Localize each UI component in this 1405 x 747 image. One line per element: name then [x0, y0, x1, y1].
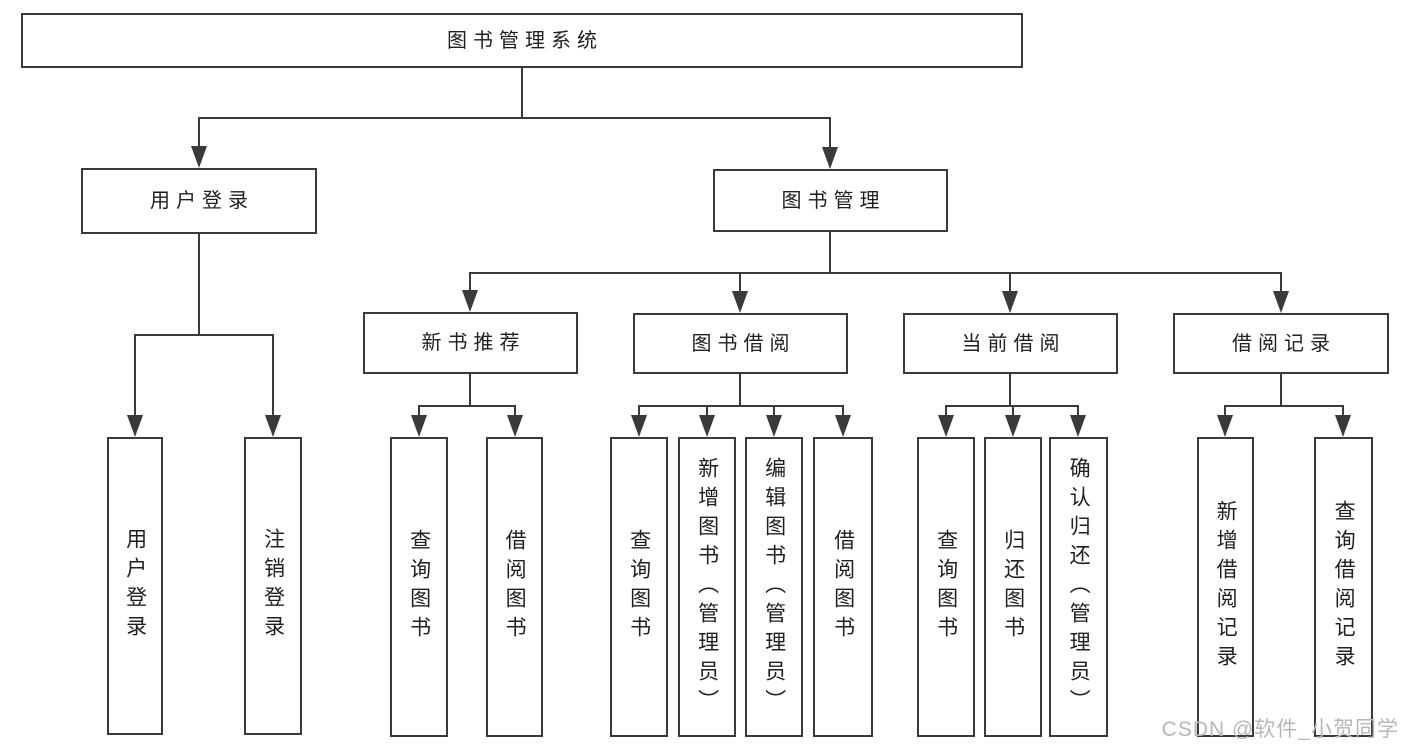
connector-line [134, 334, 274, 336]
node-book-management: 图书管理 [713, 169, 948, 232]
node-leaf-logout: 注销登录 [244, 437, 302, 735]
node-leaf-user-login: 用户登录 [107, 437, 163, 735]
node-label: 用户登录 [150, 190, 254, 212]
arrowhead-down-icon [938, 415, 954, 437]
node-label: 编辑图书（管理员） [762, 456, 786, 718]
node-new-book-recommendation: 新书推荐 [363, 312, 578, 374]
connector-line [198, 117, 831, 119]
node-label: 查询图书 [934, 529, 958, 645]
node-leaf-borrow-books-borrow: 借阅图书 [813, 437, 873, 737]
connector-line [1009, 374, 1011, 406]
arrowhead-down-icon [766, 415, 782, 437]
node-library-management-system: 图书管理系统 [21, 13, 1023, 68]
connector-line [1009, 273, 1011, 303]
connector-line [638, 405, 844, 407]
connector-line [1224, 405, 1344, 407]
node-label: 借阅记录 [1232, 332, 1336, 355]
node-leaf-borrow-books-recommend: 借阅图书 [486, 437, 543, 737]
connector-line [1280, 273, 1282, 303]
connector-line [829, 232, 831, 273]
connector-line [272, 335, 274, 427]
connector-line [198, 118, 200, 158]
connector-line [739, 374, 741, 406]
arrowhead-down-icon [822, 147, 838, 169]
connector-line [198, 234, 200, 335]
connector-line [469, 374, 471, 406]
node-label: 图书管理系统 [447, 29, 603, 52]
node-label: 图书借阅 [691, 332, 796, 355]
node-leaf-edit-book-admin: 编辑图书（管理员） [745, 437, 803, 737]
node-leaf-query-books-recommend: 查询图书 [390, 437, 448, 737]
arrowhead-down-icon [411, 415, 427, 437]
connector-line [521, 68, 523, 118]
node-borrowing-records: 借阅记录 [1173, 313, 1389, 374]
arrowhead-down-icon [507, 415, 523, 437]
node-label: 当前借阅 [961, 332, 1066, 355]
connector-line [134, 335, 136, 427]
node-leaf-add-borrow-record: 新增借阅记录 [1197, 437, 1254, 737]
connector-line [469, 273, 471, 302]
node-label: 用户登录 [123, 528, 147, 644]
node-leaf-query-books-current: 查询图书 [917, 437, 975, 737]
node-leaf-query-books-borrow: 查询图书 [610, 437, 668, 737]
node-label: 新书推荐 [421, 332, 526, 354]
arrowhead-down-icon [265, 415, 281, 437]
arrowhead-down-icon [1002, 291, 1018, 313]
node-label: 查询借阅记录 [1332, 500, 1356, 674]
arrowhead-down-icon [1070, 415, 1086, 437]
node-book-borrowing: 图书借阅 [633, 313, 848, 374]
arrowhead-down-icon [631, 415, 647, 437]
arrowhead-down-icon [732, 291, 748, 313]
connector-line [418, 405, 516, 407]
node-leaf-confirm-return-admin: 确认归还（管理员） [1049, 437, 1108, 737]
node-label: 查询图书 [627, 529, 651, 645]
connector-line [469, 272, 1282, 274]
node-leaf-return-book: 归还图书 [984, 437, 1042, 737]
arrowhead-down-icon [835, 415, 851, 437]
node-label: 查询图书 [407, 529, 431, 645]
node-user-login: 用户登录 [81, 168, 317, 234]
node-label: 新增借阅记录 [1214, 500, 1238, 674]
arrowhead-down-icon [699, 415, 715, 437]
arrowhead-down-icon [127, 415, 143, 437]
connector-line [829, 118, 831, 159]
arrowhead-down-icon [1217, 415, 1233, 437]
arrowhead-down-icon [462, 290, 478, 312]
node-label: 新增图书（管理员） [695, 456, 719, 718]
arrowhead-down-icon [1273, 291, 1289, 313]
node-label: 借阅图书 [503, 529, 527, 645]
connector-line [1280, 374, 1282, 406]
arrowhead-down-icon [191, 146, 207, 168]
node-label: 归还图书 [1001, 529, 1025, 645]
node-leaf-query-borrow-record: 查询借阅记录 [1314, 437, 1373, 737]
node-label: 图书管理 [781, 189, 886, 212]
connector-line [739, 273, 741, 303]
node-label: 确认归还（管理员） [1067, 456, 1091, 718]
node-current-borrowing: 当前借阅 [903, 313, 1118, 374]
node-label: 注销登录 [261, 528, 285, 644]
node-label: 借阅图书 [831, 529, 855, 645]
arrowhead-down-icon [1335, 415, 1351, 437]
arrowhead-down-icon [1005, 415, 1021, 437]
node-leaf-add-book-admin: 新增图书（管理员） [678, 437, 736, 737]
